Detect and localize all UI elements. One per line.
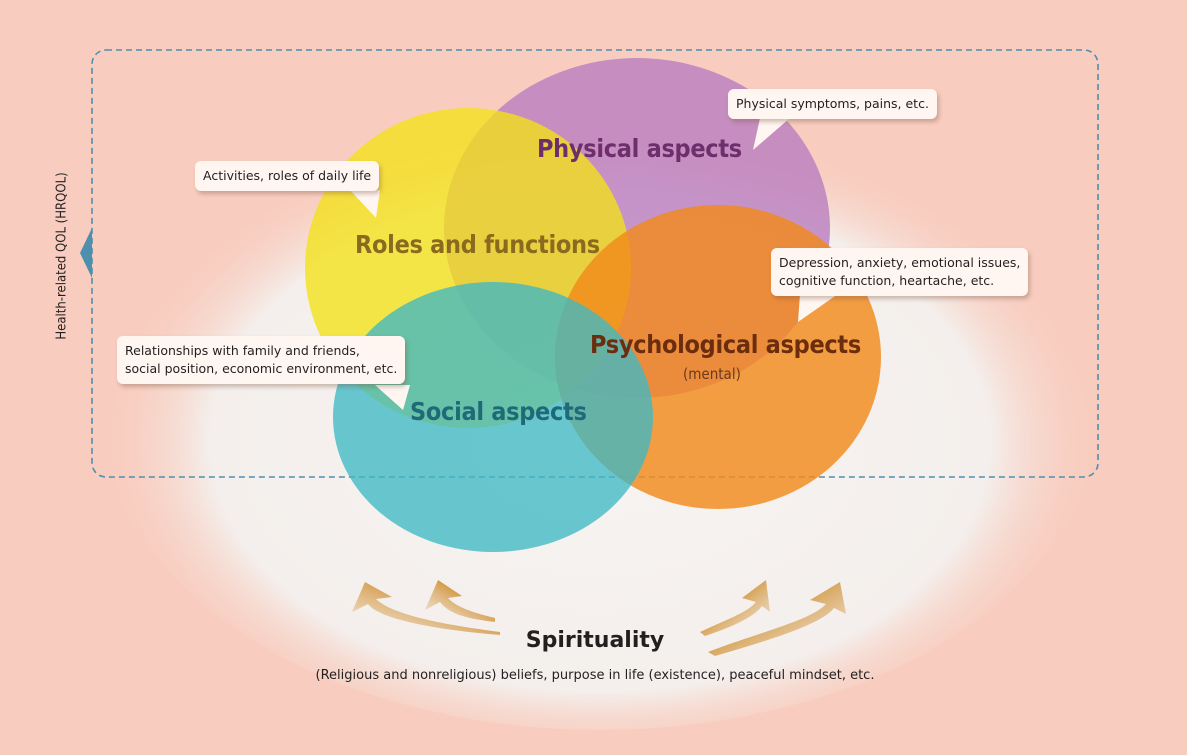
arrow-left-outer-icon — [352, 582, 500, 635]
spirituality-title: Spirituality — [525, 628, 665, 653]
psychological-callout: Depression, anxiety, emotional issues, c… — [771, 248, 1029, 296]
psychological-aspects-label: Psychological aspects — [590, 330, 861, 359]
social-callout: Relationships with family and friends, s… — [117, 336, 406, 384]
physical-callout-tail — [753, 118, 790, 150]
hrqol-pointer-icon — [80, 228, 92, 278]
psychological-callout-line-1: Depression, anxiety, emotional issues, — [779, 255, 1021, 270]
social-callout-line-1: Relationships with family and friends, — [125, 343, 360, 358]
psychological-callout-tail — [798, 294, 838, 322]
physical-callout-line: Physical symptoms, pains, etc. — [736, 96, 929, 111]
arrow-left-inner-icon — [425, 580, 495, 622]
roles-callout: Activities, roles of daily life — [195, 161, 380, 191]
roles-callout-tail — [350, 190, 380, 218]
arrow-right-inner-icon — [700, 580, 770, 636]
social-callout-line-2: social position, economic environment, e… — [125, 361, 398, 376]
roles-callout-line: Activities, roles of daily life — [203, 168, 372, 183]
physical-aspects-label: Physical aspects — [537, 134, 742, 163]
physical-callout: Physical symptoms, pains, etc. — [728, 89, 937, 119]
social-callout-tail — [375, 385, 410, 410]
psychological-sub-label: (mental) — [683, 365, 741, 383]
spirituality-arrows — [352, 580, 846, 656]
hrqol-label: Health-related QOL (HRQOL) — [54, 172, 70, 340]
spirituality-description: (Religious and nonreligious) beliefs, pu… — [315, 668, 875, 683]
roles-functions-label: Roles and functions — [355, 230, 600, 259]
social-aspects-label: Social aspects — [410, 397, 587, 426]
arrow-right-outer-icon — [708, 582, 846, 656]
psychological-callout-line-2: cognitive function, heartache, etc. — [779, 273, 995, 288]
social-circle — [333, 282, 653, 552]
